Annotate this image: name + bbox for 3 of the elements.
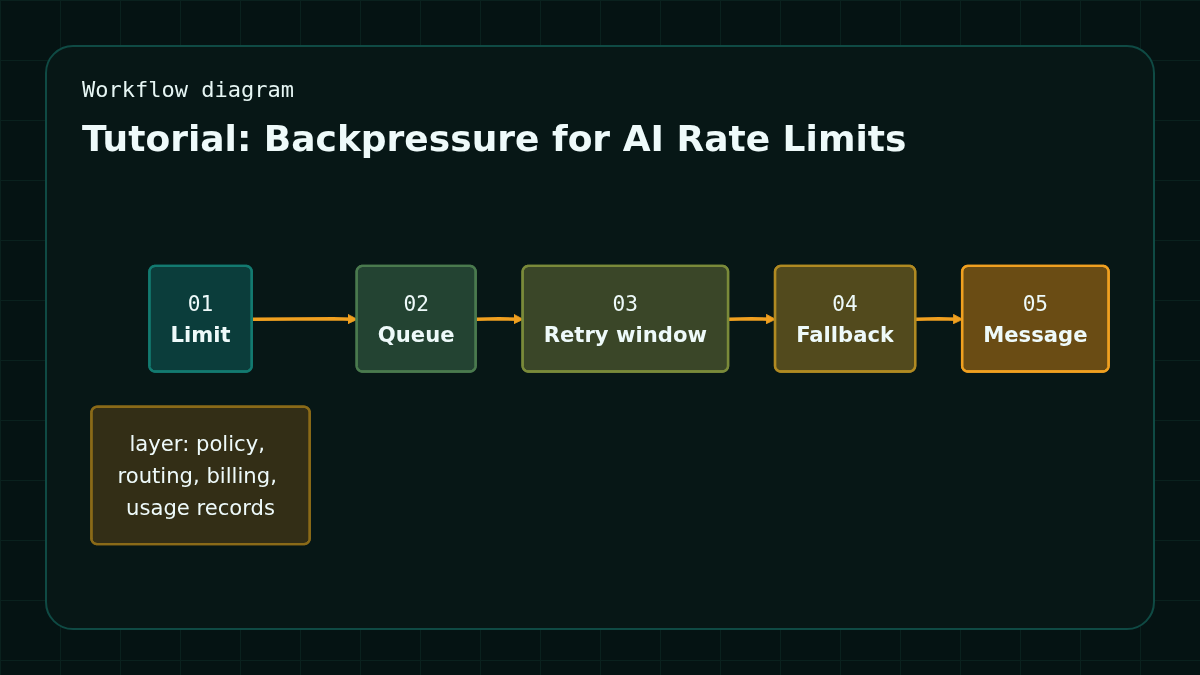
subtitle-text: Workflow diagram <box>82 77 294 102</box>
panel: Workflow diagram Tutorial: Backpressure for AI Rate Limits 01 Limit 02 Queue 03 Retry window 04 Fallback 05 Message layer: policy, routing, billing, usage records <box>45 45 1155 630</box>
title: Tutorial: Backpressure for AI Rate Limits <box>82 118 907 159</box>
